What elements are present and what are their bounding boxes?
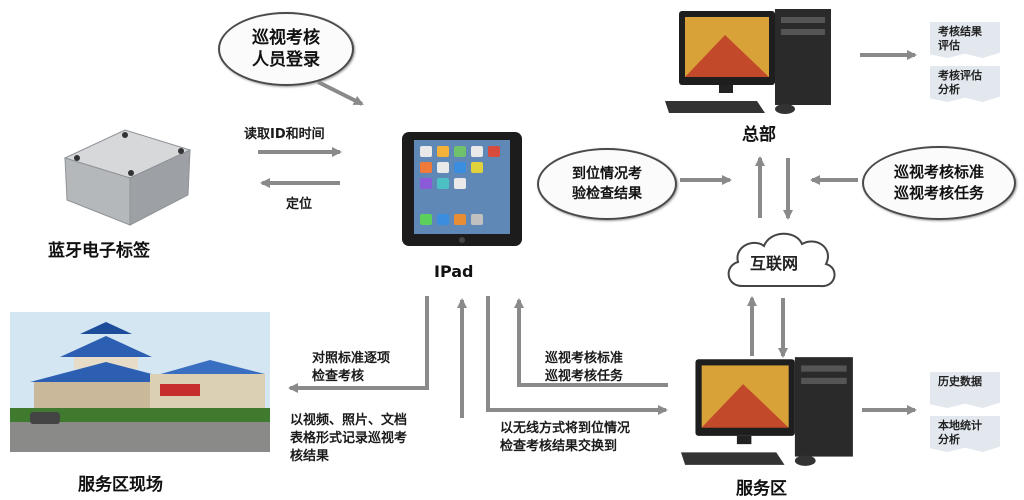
login-oval: 巡视考核 人员登录 xyxy=(218,12,354,86)
sa-note-history: 历史数据 xyxy=(930,372,1000,408)
service-area-label: 服务区 xyxy=(736,479,787,499)
arrow-ipad-to-site xyxy=(288,296,429,393)
sa-note-local-stats: 本地统计 分析 xyxy=(930,416,1000,452)
read-id-time-label: 读取ID和时间 xyxy=(244,127,325,142)
arrival-result-oval: 到位情况考 验检查结果 xyxy=(537,148,677,220)
hq-computer xyxy=(665,9,831,114)
ipad-label: IPad xyxy=(434,262,474,281)
locate-label: 定位 xyxy=(286,197,313,212)
internet-label: 互联网 xyxy=(750,254,799,273)
arrow-login-to-ipad xyxy=(317,80,364,106)
service-site-label: 服务区现场 xyxy=(78,475,163,495)
arrow-sa-to-ipad xyxy=(514,298,668,387)
internet-cloud xyxy=(727,232,836,288)
hq-note-eval-analysis: 考核评估 分析 xyxy=(930,66,1000,102)
hq-label: 总部 xyxy=(742,125,776,145)
bluetooth-tag-label: 蓝牙电子标签 xyxy=(48,241,150,261)
standard-task-oval: 巡视考核标准 巡视考核任务 xyxy=(862,146,1016,220)
arrow-ipad-to-sa xyxy=(486,296,668,415)
wireless-exchange-label: 以无线方式将到位情况 检查考核结果交换到 xyxy=(500,421,631,454)
hq-note-result-eval: 考核结果 评估 xyxy=(930,22,1000,58)
ipad-device xyxy=(402,132,522,246)
compare-check-label: 对照标准逐项 检查考核 xyxy=(312,351,391,384)
service-site-photo xyxy=(10,312,270,452)
patrol-standard-label: 巡视考核标准 巡视考核任务 xyxy=(545,351,624,384)
bluetooth-tag-device xyxy=(63,129,192,226)
record-result-label: 以视频、照片、文档 表格形式记录巡视考 核结果 xyxy=(290,413,408,464)
service-area-computer xyxy=(680,357,853,466)
